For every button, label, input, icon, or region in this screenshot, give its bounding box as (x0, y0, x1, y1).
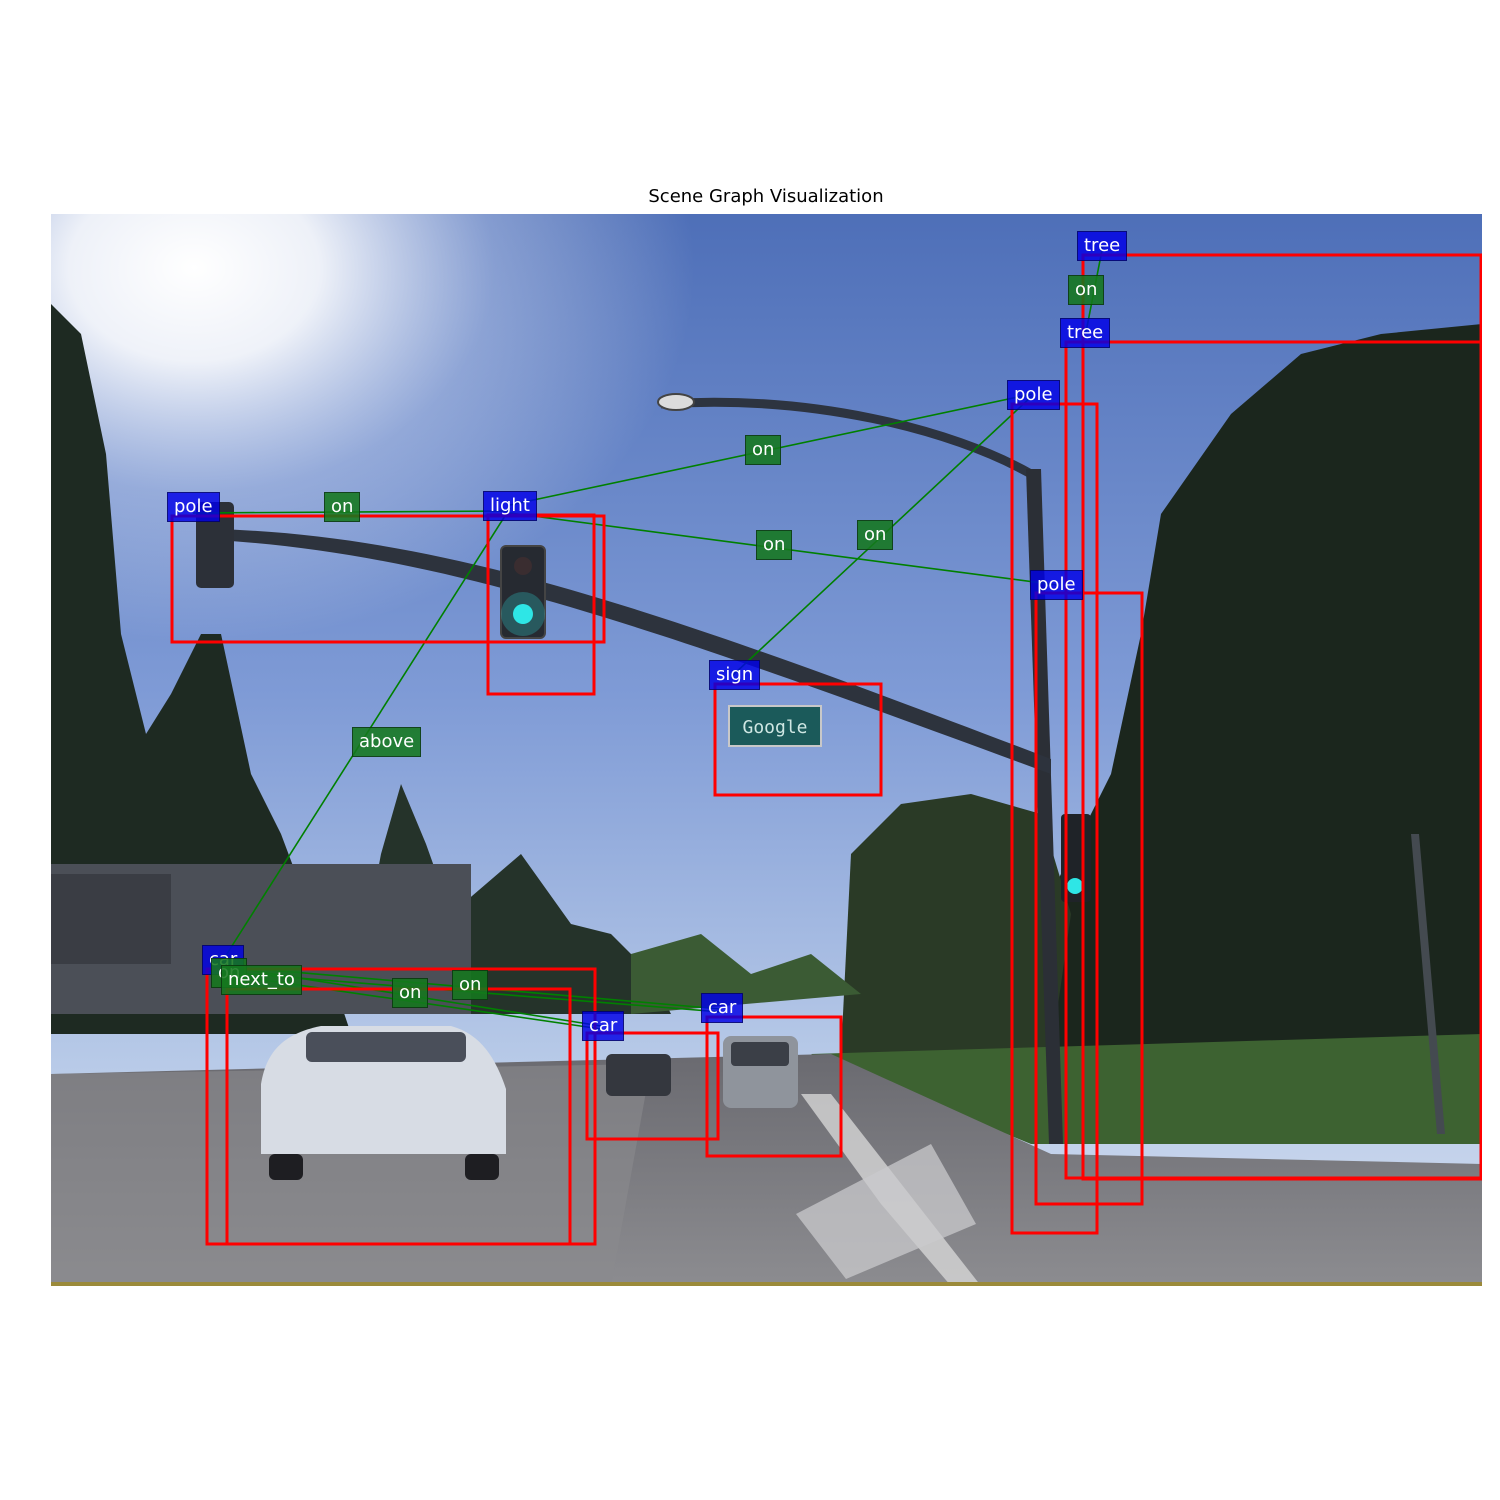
left-trees (51, 304, 351, 1034)
object-tag-car: car (701, 993, 744, 1023)
streetlight-head (657, 393, 695, 411)
distant-trees (631, 934, 861, 1014)
relation-tag-on: on (756, 530, 793, 560)
silver-suv-window (731, 1042, 789, 1066)
street-photo: Google (51, 214, 1482, 1286)
box-light (486, 513, 596, 696)
object-tag-light: light (483, 491, 537, 521)
object-boxes (170, 253, 1482, 1246)
object-tag-pole: pole (1030, 570, 1083, 600)
traffic-light-housing (500, 545, 546, 639)
google-sign-text: Google (742, 717, 807, 738)
object-tag-pole: pole (167, 492, 220, 522)
box-sign (713, 682, 883, 797)
green-lamp (513, 604, 533, 624)
street-scene: Google (51, 214, 1482, 1286)
white-car-wheel-left (269, 1154, 303, 1180)
object-tag-car: car (582, 1011, 625, 1041)
building-wing (51, 874, 171, 964)
relation-tag-on: on (392, 978, 429, 1008)
relation-tag-on: on (324, 492, 361, 522)
road-edge (51, 1282, 1482, 1286)
box-car3 (705, 1015, 843, 1158)
dark-car (606, 1054, 671, 1096)
relation-tag-above: above (352, 727, 422, 757)
object-tag-sign: sign (709, 660, 761, 690)
object-tag-tree: tree (1077, 231, 1128, 261)
green-glow (501, 592, 545, 636)
red-lamp (514, 557, 532, 575)
streetlight-arm (660, 397, 1034, 478)
box-car2 (585, 1031, 720, 1141)
white-car-wheel-right (465, 1154, 499, 1180)
relation-tag-on: on (745, 435, 782, 465)
road-marking (796, 1144, 976, 1279)
box-tree2 (1064, 340, 1482, 1180)
google-sign (728, 705, 822, 747)
box-pole2 (1034, 591, 1144, 1206)
right-green-lamp (1067, 878, 1083, 894)
relation-tag-on: on (452, 970, 489, 1000)
box-pole1 (170, 514, 606, 644)
object-tag-pole: pole (1007, 380, 1060, 410)
object-tag-tree: tree (1060, 318, 1111, 348)
relation-tag-on: on (857, 520, 894, 550)
right-trees (1041, 324, 1482, 1074)
figure-title: Scene Graph Visualization (648, 186, 884, 207)
relation-tag-next-to: next_to (221, 965, 302, 995)
left-signal-head (196, 502, 234, 588)
streetlight-pole (1411, 834, 1445, 1134)
grass (811, 1034, 1482, 1144)
relation-tag-on: on (1068, 275, 1105, 305)
white-car-window (306, 1032, 466, 1062)
